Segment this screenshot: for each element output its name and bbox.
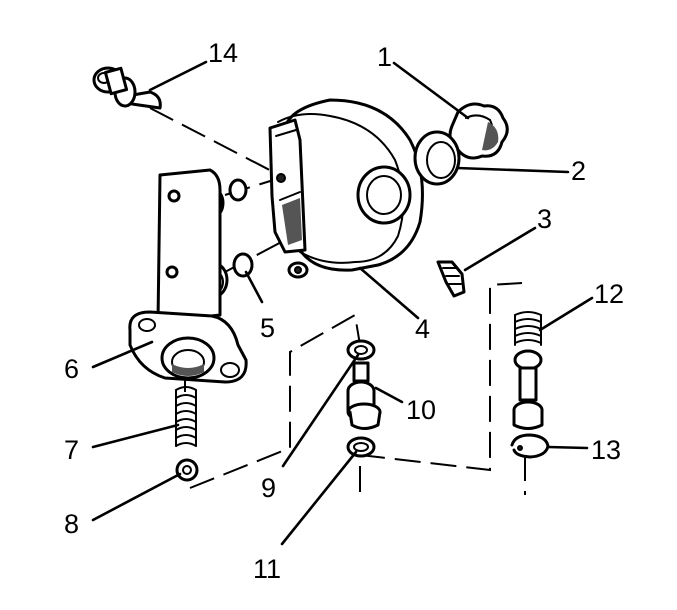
callout-6: 6 <box>64 354 79 384</box>
part-2-seal <box>413 130 461 186</box>
callout-10: 10 <box>406 395 436 425</box>
part-13-snap-ring <box>510 433 550 459</box>
part-12-piston <box>512 311 544 430</box>
callout-7: 7 <box>64 435 79 465</box>
part-9-washer <box>346 339 376 361</box>
callout-13: 13 <box>591 435 621 465</box>
part-8-seal <box>175 458 199 482</box>
part-14-vent-pin <box>92 66 162 110</box>
part-10-valve <box>346 361 382 430</box>
part-3-screw <box>436 260 466 298</box>
callout-14: 14 <box>208 38 238 68</box>
leader-lines <box>91 60 594 546</box>
part-4-housing <box>268 98 424 279</box>
callout-3: 3 <box>537 204 552 234</box>
callout-labels: 1 2 3 4 5 6 7 8 9 10 11 12 13 14 <box>64 38 624 584</box>
callout-4: 4 <box>415 314 430 344</box>
part-6-bracket <box>128 168 248 384</box>
callout-5: 5 <box>260 313 275 343</box>
part-11-seal-ring <box>346 436 376 458</box>
callout-11: 11 <box>253 554 281 584</box>
callout-2: 2 <box>571 156 586 186</box>
callout-8: 8 <box>64 509 79 539</box>
part-7-spring <box>175 386 197 447</box>
callout-1: 1 <box>377 42 392 72</box>
callout-12: 12 <box>594 279 624 309</box>
callout-9: 9 <box>261 473 276 503</box>
